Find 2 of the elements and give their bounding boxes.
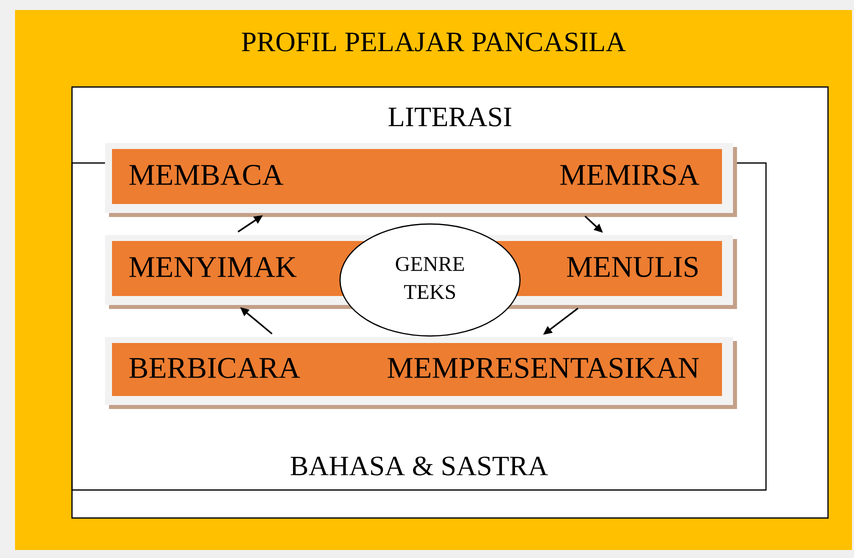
skill-bar: BERBICARA MEMPRESENTASIKAN xyxy=(105,337,737,409)
skill-bar: MEMBACA MEMIRSA xyxy=(105,143,737,217)
